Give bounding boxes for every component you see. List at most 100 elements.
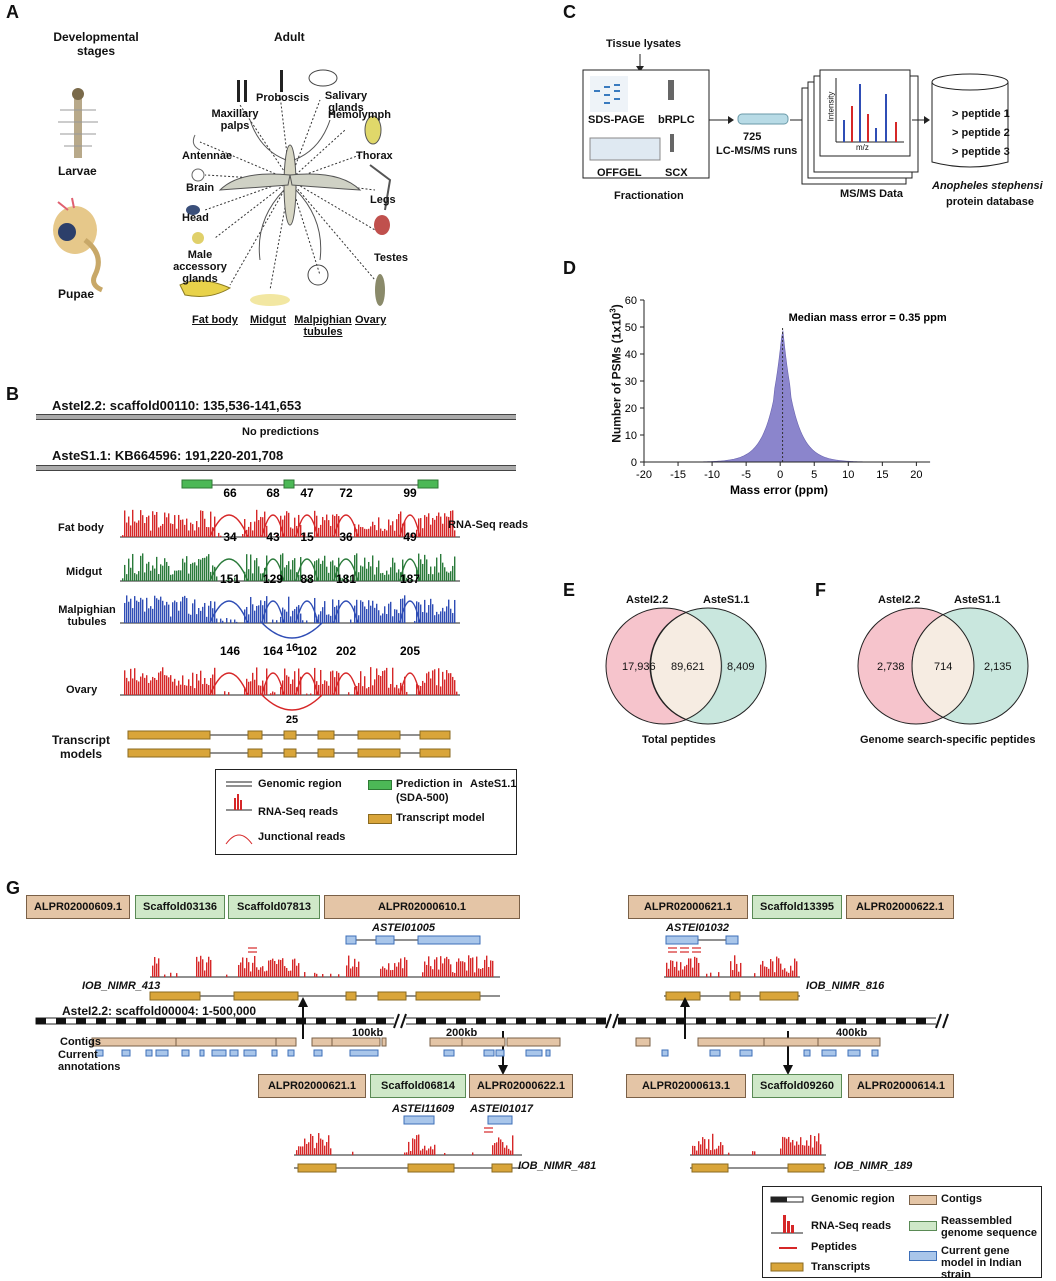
rnaseq-bar [356, 599, 358, 623]
rnaseq-bar [144, 523, 146, 537]
g-current-annotation [349, 1049, 379, 1057]
junction-count: 187 [400, 572, 420, 586]
g-rnaseq-bar [778, 958, 780, 977]
rnaseq-bar [180, 684, 182, 695]
g-rnaseq-bar [428, 956, 430, 977]
rnaseq-bar [188, 573, 190, 581]
rnaseq-bar [162, 600, 164, 623]
rnaseq-bar [172, 681, 174, 695]
rnaseq-bar [306, 693, 308, 695]
rnaseq-bar [432, 574, 434, 581]
junction-arc [261, 600, 285, 624]
g-rnaseq-bar [308, 1142, 310, 1155]
junction-count: 164 [263, 644, 283, 658]
g-rnaseq-bar [330, 1148, 332, 1155]
rnaseq-bar [428, 513, 430, 537]
rnaseq-bar [186, 518, 188, 537]
rnaseq-bar [320, 611, 322, 623]
rnaseq-bar [170, 675, 172, 695]
g-rnaseq-bar [354, 958, 356, 977]
rnaseq-bar [138, 601, 140, 623]
g-rnaseq-bar [300, 1146, 302, 1155]
rnaseq-bar [398, 613, 400, 623]
rnaseq-bar [258, 685, 260, 695]
rnaseq-bar [256, 509, 258, 537]
g-genomic-block [736, 1018, 746, 1024]
g-rnaseq-bar [210, 959, 212, 977]
g-rnaseq-bar [478, 968, 480, 977]
rnaseq-bar [282, 553, 284, 581]
rnaseq-bar [394, 530, 396, 537]
db-label: protein database [946, 196, 1035, 208]
rnaseq-bar [378, 517, 380, 537]
rnaseq-bar [276, 534, 278, 537]
rnaseq-bar [226, 618, 228, 623]
rnaseq-bar [300, 676, 302, 695]
rnaseq-bar [256, 667, 258, 695]
rnaseq-bar [224, 691, 226, 695]
rnaseq-bar [236, 621, 238, 623]
g-current-annotation [495, 1049, 505, 1057]
rnaseq-bar [388, 687, 390, 695]
rnaseq-bar [286, 511, 288, 537]
g-genomic-block [36, 1018, 46, 1024]
transcript-exon [419, 748, 451, 758]
rnaseq-bar [330, 671, 332, 695]
rnaseq-bar [414, 620, 416, 623]
rnaseq-bar [446, 606, 448, 623]
g-genomic-block [716, 1018, 726, 1024]
transcript-exon [247, 748, 263, 758]
rnaseq-bar [194, 599, 196, 623]
rnaseq-bar [370, 667, 372, 695]
g-rnaseq-bar [494, 1143, 496, 1155]
rnaseq-bar [168, 604, 170, 623]
g-rnaseq-bar [796, 1141, 798, 1155]
g-rnaseq-bar [406, 959, 408, 977]
rnaseq-bar [384, 574, 386, 581]
rnaseq-bar [134, 521, 136, 537]
g-arrow-head [298, 997, 308, 1007]
g-rnaseq-bar [426, 1150, 428, 1155]
rnaseq-bar [202, 606, 204, 623]
g-genomic-block [536, 1018, 546, 1024]
rnaseq-bar [208, 527, 210, 537]
rnaseq-bar [294, 517, 296, 537]
rnaseq-bar [190, 614, 192, 623]
g-rnaseq-bar [690, 958, 692, 977]
rnaseq-bar [198, 680, 200, 695]
rnaseq-bar [144, 611, 146, 623]
rnaseq-bar [266, 525, 268, 537]
f-left-label: AsteI2.2 [878, 594, 921, 606]
g-rnaseq-bar [788, 1136, 790, 1155]
rnaseq-bar [318, 558, 320, 581]
rnaseq-bar [252, 672, 254, 695]
rnaseq-bar [398, 513, 400, 537]
rnaseq-bar [182, 596, 184, 623]
g-genomic-block [576, 1018, 586, 1024]
g-rnaseq-bar [692, 967, 694, 977]
tissue-midgut: Midgut [250, 314, 287, 326]
rnaseq-bar [254, 679, 256, 695]
g-genomic-block [316, 1018, 326, 1024]
g-rnaseq-bar [820, 1144, 822, 1155]
rnaseq-bar [126, 522, 128, 537]
g-current-annotation [181, 1049, 190, 1057]
adult-title: Adult [274, 30, 305, 44]
pupae-label: Pupae [58, 287, 95, 301]
rnaseq-bar [228, 692, 230, 695]
g-rnaseq-bar [404, 957, 406, 977]
rnaseq-bar [316, 560, 318, 581]
rnaseq-bar [430, 678, 432, 695]
rnaseq-bar [244, 687, 246, 695]
rnaseq-bar [200, 510, 202, 537]
db-species: Anopheles stephensi [932, 180, 1043, 192]
rnaseq-bar [316, 515, 318, 537]
transcript-exon [357, 730, 401, 740]
rnaseq-bar [322, 516, 324, 537]
rnaseq-bar [216, 618, 218, 623]
rnaseq-bar [330, 561, 332, 581]
rnaseq-bar [244, 571, 246, 581]
junction-arc [209, 600, 249, 624]
panel-b-legend: Genomic region RNA-Seq reads Junctional … [215, 769, 517, 855]
rnaseq-bar [192, 562, 194, 581]
